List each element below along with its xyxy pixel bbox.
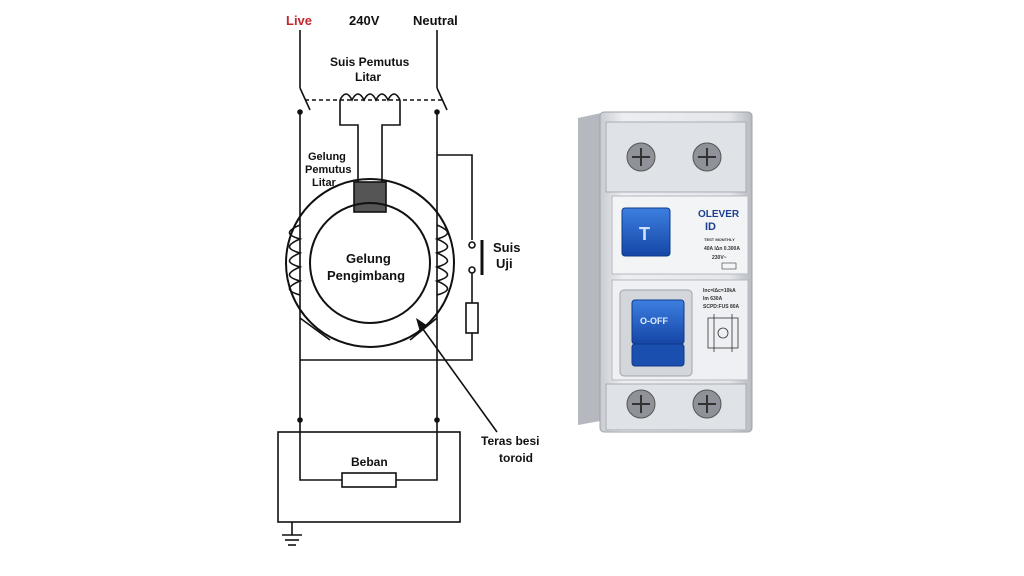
trip-coil-winding [353, 181, 387, 213]
test-branch-bottom [300, 333, 473, 361]
toroid-core-inner [309, 202, 431, 324]
device-spec-6: SCPD:FUS 80A [703, 304, 740, 310]
test-switch-label-2: Uji [496, 256, 513, 271]
live-contact [299, 87, 311, 111]
voltage-label: 240V [349, 13, 380, 28]
trip-coil-label-2: Pemutus [305, 164, 351, 176]
test-switch-label-1: Suis [493, 240, 520, 255]
rcd-schematic-symbol [707, 314, 739, 352]
device-spec-5: Im 630A [703, 296, 723, 302]
solenoid-frame-right [381, 100, 401, 185]
test-branch-top [437, 154, 473, 240]
device-spec-1: TEST MONTHLY [704, 237, 735, 242]
trip-coil-label-1: Gelung [308, 151, 346, 163]
live-label: Live [286, 13, 312, 28]
circuit-diagram [277, 30, 498, 546]
neutral-label: Neutral [413, 13, 458, 28]
neutral-contact [436, 87, 448, 111]
toroid-core-outer [285, 178, 455, 348]
device-spec-2: 40A IΔn 0.300A [704, 246, 740, 252]
test-switch-contact-bottom [468, 266, 476, 274]
load-neutral-wire [396, 420, 438, 481]
load-enclosure [277, 431, 461, 523]
device-spec-4: Inc=IΔc=10kA [703, 288, 736, 294]
toroid-core-label-2: toroid [499, 451, 533, 465]
solenoid-frame [339, 100, 359, 185]
device-model: ID [705, 221, 716, 233]
toroid-core-label-1: Teras besi [481, 434, 539, 448]
toggle-label: O-OFF [640, 316, 668, 326]
breaker-switch-label-1: Suis Pemutus [330, 55, 410, 69]
right-winding [434, 224, 449, 296]
test-resistor [465, 302, 479, 334]
device-spec-3: 230V~ [712, 255, 727, 261]
test-switch-contact-top [468, 241, 476, 249]
test-button-label: T [639, 224, 650, 244]
load-label: Beban [351, 455, 388, 469]
balance-coil-label-1: Gelung [346, 251, 391, 266]
breaker-solenoid [339, 93, 401, 102]
balance-coil-label-2: Pengimbang [327, 268, 405, 283]
load-live-wire [299, 420, 342, 481]
test-button[interactable] [621, 207, 671, 257]
trip-coil-label-3: Litar [312, 177, 337, 189]
device-brand: OLEVER [698, 209, 740, 220]
breaker-switch-label-2: Litar [355, 70, 381, 84]
rcd-device: T OLEVER ID TEST MONTHLY 40A IΔn 0.300A … [578, 111, 753, 433]
load-resistor [341, 472, 397, 488]
core-pointer-arrow [419, 324, 498, 433]
left-winding [288, 224, 303, 296]
